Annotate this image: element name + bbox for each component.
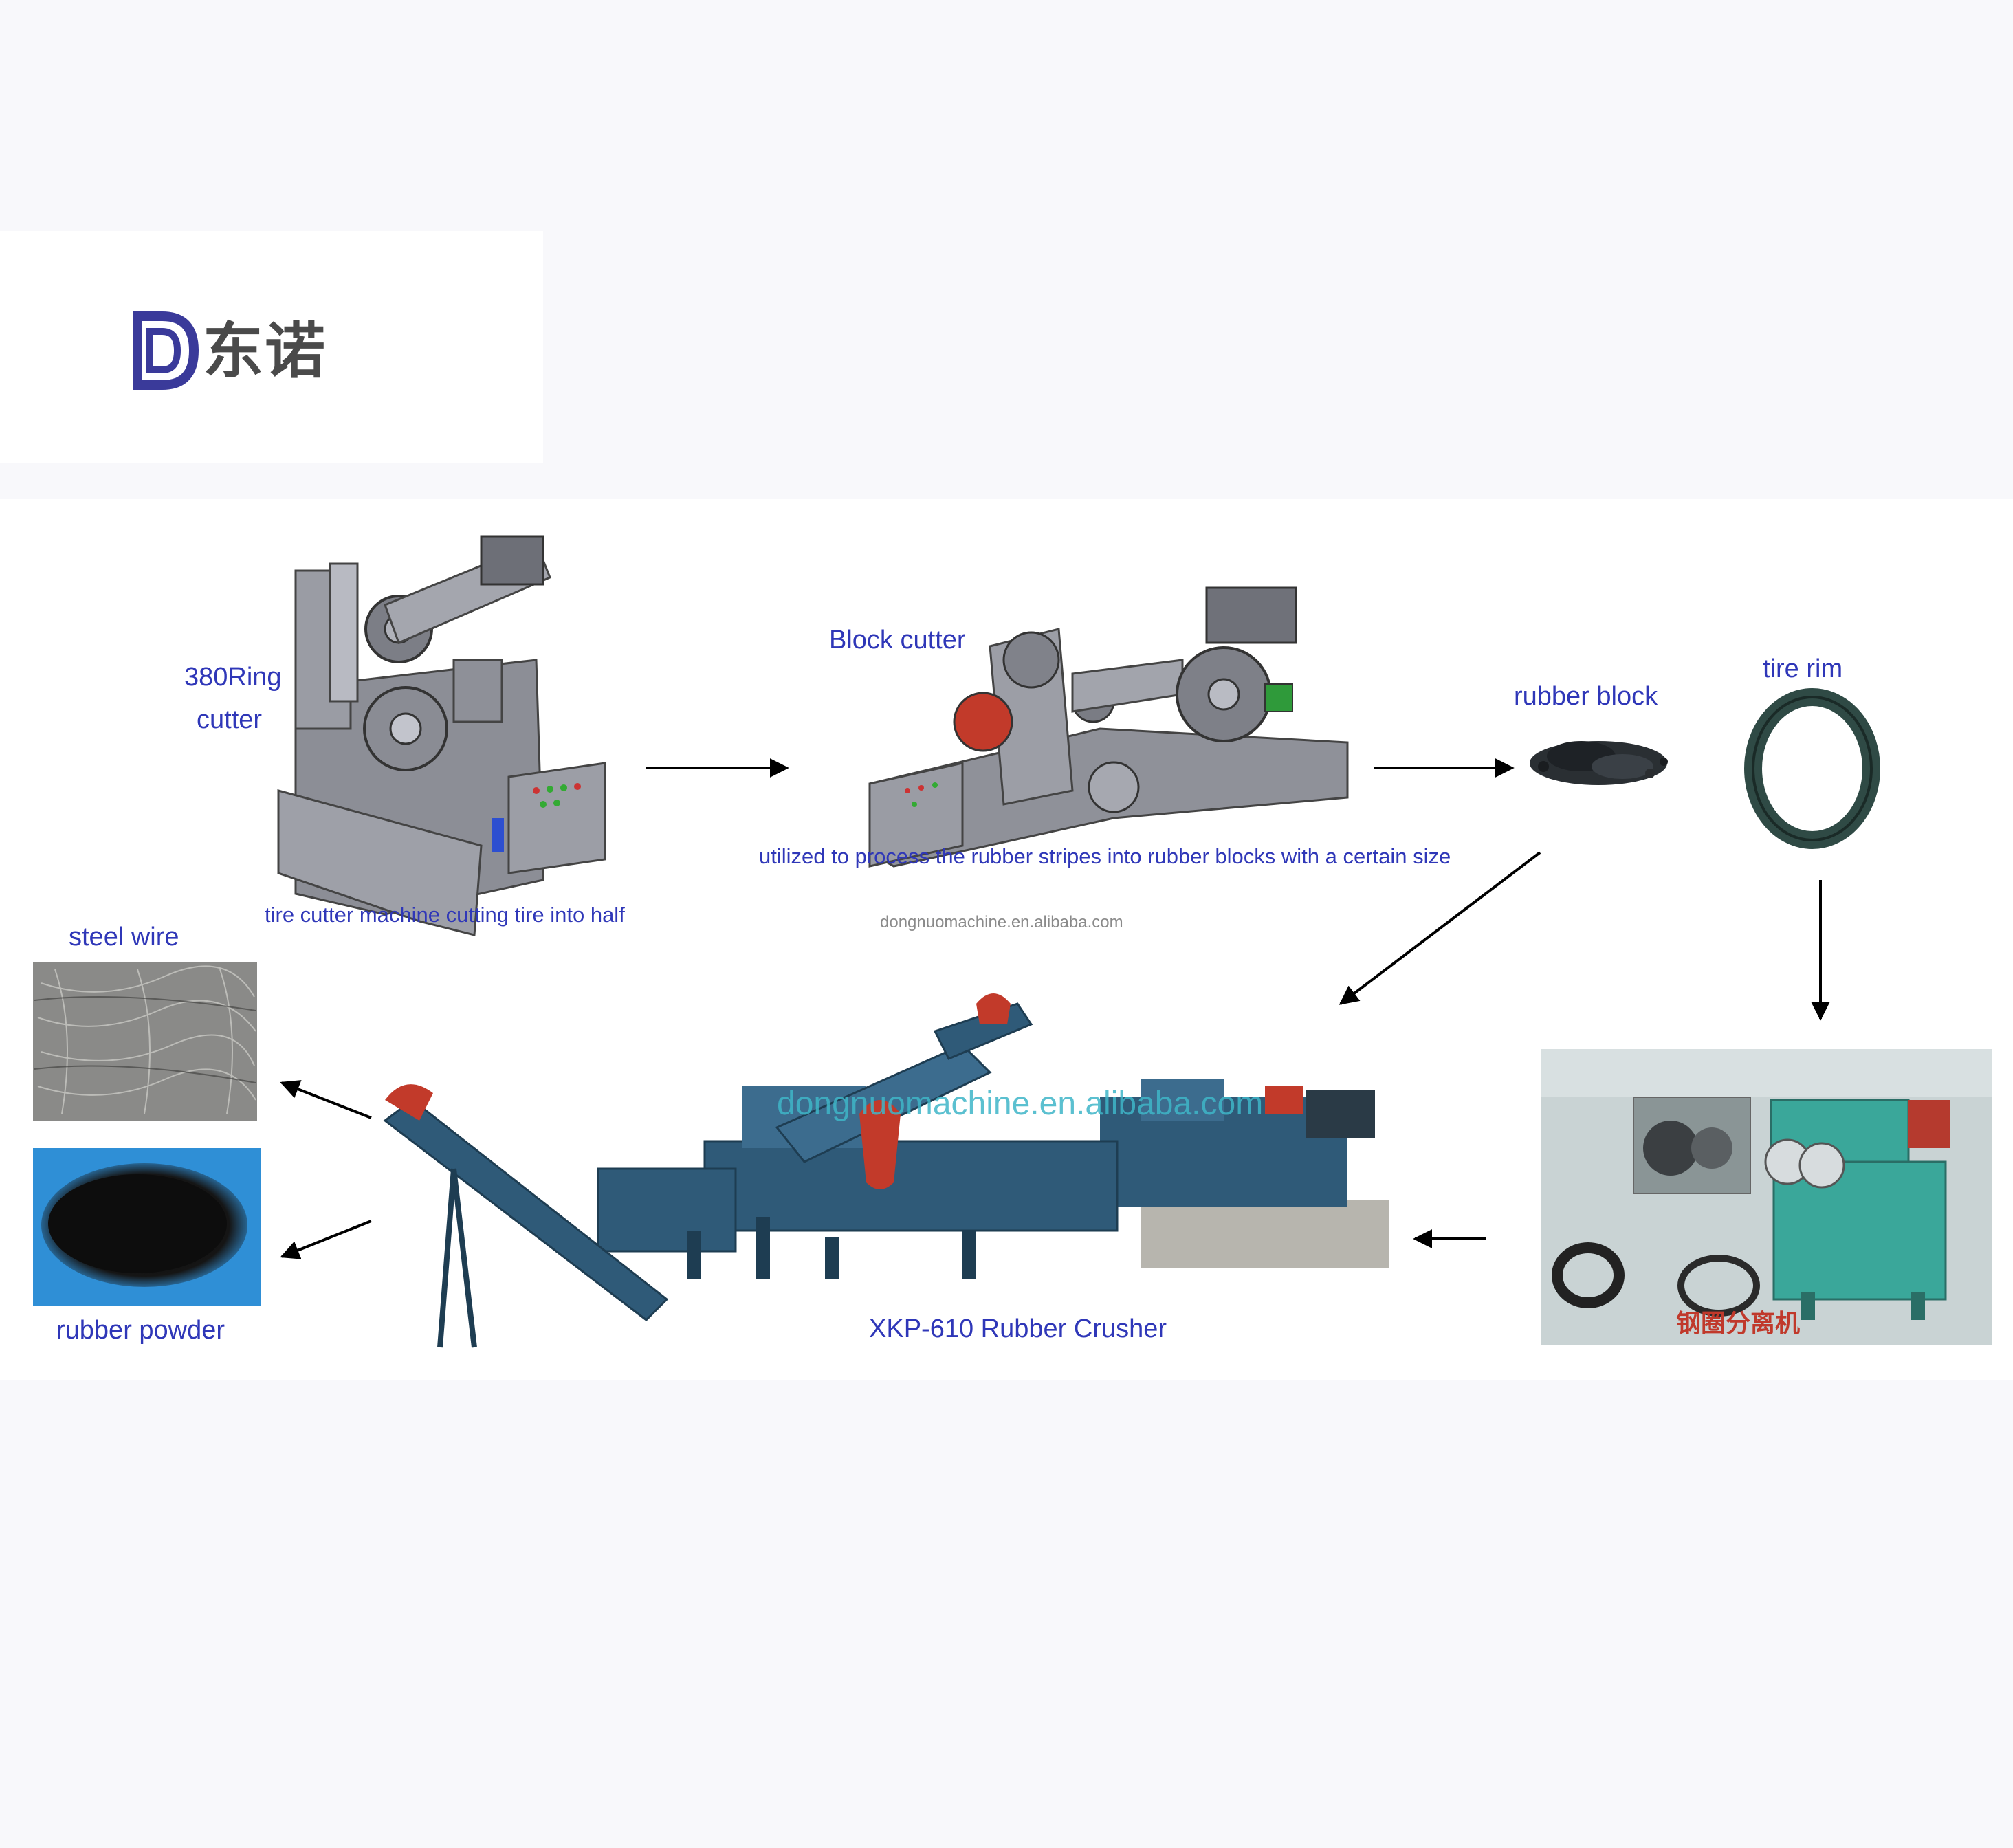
logo-panel bbox=[0, 231, 543, 463]
separator-chinese-label: 钢圈分离机 bbox=[1676, 1310, 1801, 1338]
rubber-block-pile-image bbox=[1530, 741, 1668, 785]
ring-cutter-machine bbox=[277, 535, 606, 936]
steel-wire-label: steel wire bbox=[69, 923, 179, 952]
rubber-powder-image bbox=[33, 1148, 261, 1306]
arrow-rubber-block-to-crusher bbox=[1339, 851, 1541, 1005]
arrow-to-rubber-powder bbox=[280, 1220, 372, 1260]
rubber-powder-label: rubber powder bbox=[56, 1316, 226, 1345]
watermark-small: dongnuomachine.en.alibaba.com bbox=[880, 913, 1123, 932]
ring-cutter-label-line1: 380Ring bbox=[184, 663, 282, 692]
block-cutter-caption: utilized to process the rubber stripes i… bbox=[759, 844, 1451, 868]
rubber-block-label: rubber block bbox=[1514, 682, 1658, 711]
ring-cutter-label-line2: cutter bbox=[197, 705, 263, 734]
ring-cutter-caption: tire cutter machine cutting tire into ha… bbox=[265, 903, 625, 927]
block-cutter-machine bbox=[868, 586, 1349, 868]
bottom-background-band bbox=[0, 1380, 2013, 1848]
rubber-crusher-line-image bbox=[383, 993, 1389, 1348]
crusher-label: XKP-610 Rubber Crusher bbox=[869, 1314, 1167, 1343]
steel-ring-separator-image bbox=[1541, 1049, 1992, 1345]
block-cutter-label: Block cutter bbox=[829, 626, 966, 654]
steel-wire-image bbox=[33, 962, 257, 1121]
tire-rim-label: tire rim bbox=[1763, 654, 1843, 683]
flow-arrows bbox=[280, 758, 1830, 1260]
tire-rim-image bbox=[1744, 688, 1880, 849]
logo-brand-text: 东诺 bbox=[203, 316, 327, 386]
arrow-to-steel-wire bbox=[280, 1080, 372, 1119]
dongnuo-logo-mark bbox=[133, 311, 199, 390]
watermark-large: dongnuomachine.en.alibaba.com bbox=[777, 1086, 1264, 1122]
